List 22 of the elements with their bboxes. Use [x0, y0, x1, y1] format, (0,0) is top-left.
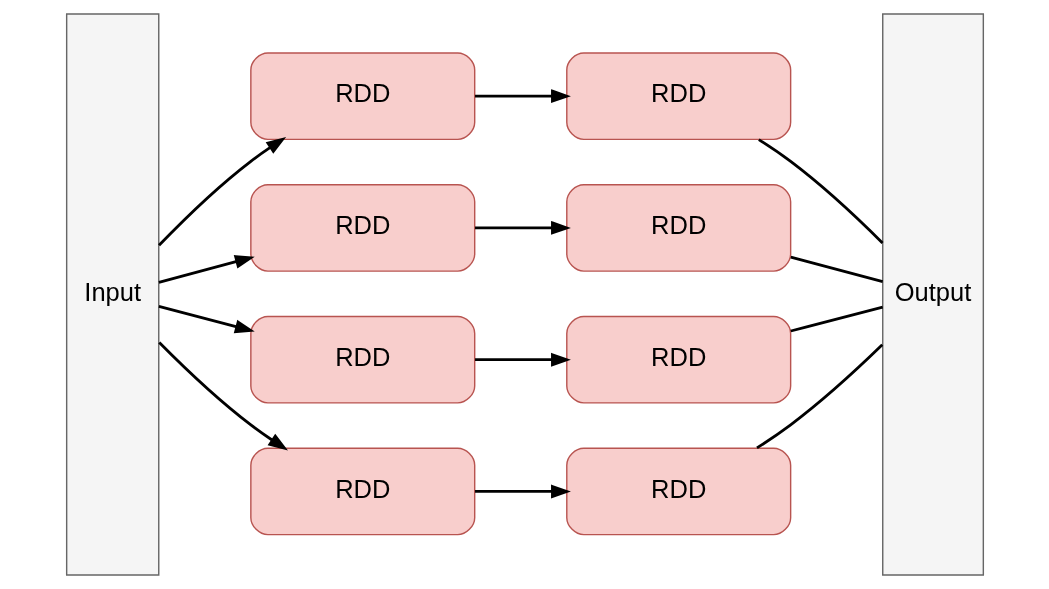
- node-box: RDD: [249, 184, 475, 272]
- node-box: Input: [65, 13, 159, 576]
- node-box: RDD: [249, 52, 475, 141]
- node-box: RDD: [565, 184, 791, 272]
- node-box: RDD: [565, 447, 791, 536]
- arrow: [474, 352, 571, 367]
- connector: [789, 255, 883, 283]
- connector: [789, 305, 883, 333]
- node-box: Output: [881, 13, 984, 576]
- arrow: [157, 137, 286, 247]
- node-box: RDD: [565, 52, 791, 141]
- arrow: [158, 255, 255, 284]
- connector: [757, 138, 883, 244]
- arrow: [474, 484, 571, 499]
- arrow: [158, 304, 255, 334]
- connector: [755, 343, 883, 450]
- node-box: RDD: [565, 315, 791, 404]
- arrow: [157, 341, 288, 451]
- arrow: [474, 220, 571, 235]
- arrow: [474, 89, 571, 104]
- node-box: RDD: [249, 447, 475, 536]
- node-box: RDD: [249, 315, 475, 404]
